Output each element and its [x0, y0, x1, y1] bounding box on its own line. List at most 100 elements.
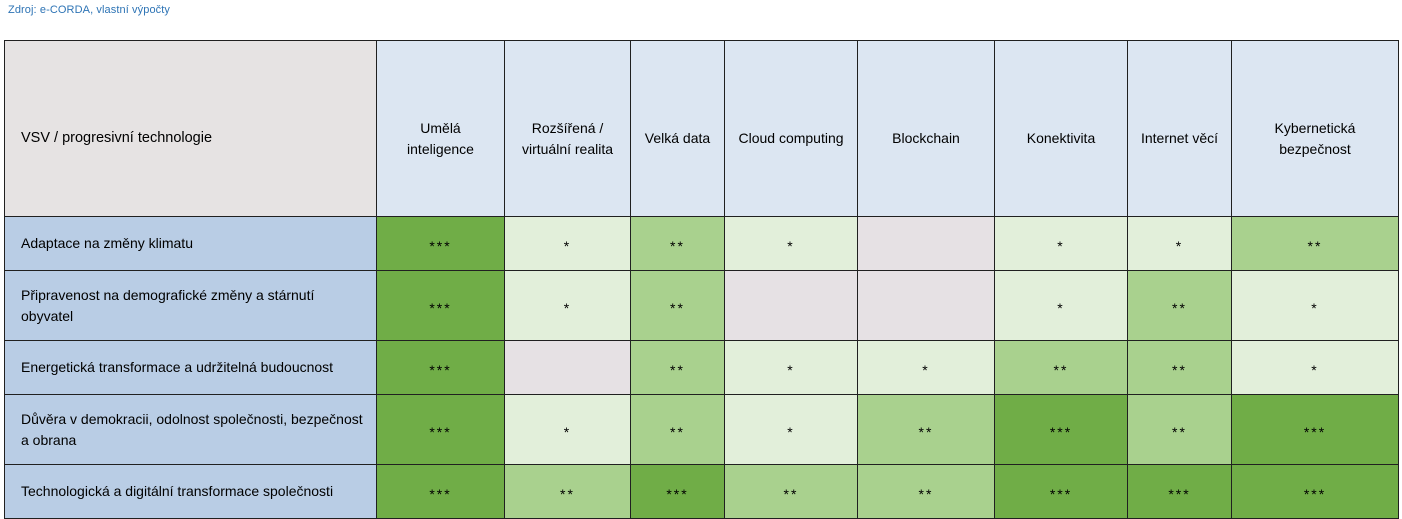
cell-rating: ** [504, 464, 631, 519]
table-row: Adaptace na změny klimatu *** * ** * * *… [4, 216, 1399, 271]
rating-stars: ** [560, 485, 575, 502]
table-row: Připravenost na demografické změny a stá… [4, 270, 1399, 341]
cell-rating [504, 340, 631, 395]
rating-stars: ** [670, 423, 685, 440]
rating-stars: * [1175, 237, 1184, 254]
cell-rating: *** [376, 340, 505, 395]
corner-header-cell: VSV / progresivní technologie [4, 40, 377, 217]
cell-rating: ** [630, 270, 725, 341]
cell-rating: *** [994, 464, 1128, 519]
table-header: VSV / progresivní technologie Umělá inte… [4, 40, 1399, 217]
column-header-line-2: virtuální realita [521, 140, 614, 157]
cell-rating: *** [630, 464, 725, 519]
cell-rating: * [1127, 216, 1232, 271]
cell-rating: * [724, 394, 858, 465]
cell-rating: *** [376, 270, 505, 341]
column-header-internet-veci: Internet věcí [1127, 40, 1232, 217]
cell-rating: ** [630, 216, 725, 271]
cell-rating: * [994, 270, 1128, 341]
column-header-line-1: Blockchain [892, 130, 960, 147]
rating-stars: * [563, 237, 572, 254]
rating-stars: *** [429, 237, 452, 254]
rating-stars: *** [429, 485, 452, 502]
rating-stars: * [563, 423, 572, 440]
cell-rating: ** [724, 464, 858, 519]
row-label-duvera-v-demokracii: Důvěra v demokracii, odolnost společnost… [4, 394, 377, 465]
rating-stars: ** [1172, 361, 1187, 378]
rating-stars: ** [1172, 423, 1187, 440]
cell-rating: *** [376, 216, 505, 271]
column-header-velka-data: Velká data [630, 40, 725, 217]
rating-stars: ** [1307, 237, 1323, 254]
cell-rating: * [504, 394, 631, 465]
table-row: Energetická transformace a udržitelná bu… [4, 340, 1399, 395]
rating-stars: ** [670, 237, 685, 254]
rating-stars: *** [1049, 485, 1073, 502]
rating-stars: * [1311, 361, 1319, 378]
column-header-line-1: Internet věcí [1140, 130, 1219, 147]
column-header-line-1: Umělá [420, 120, 461, 137]
column-header-blockchain: Blockchain [857, 40, 995, 217]
technology-priority-matrix: VSV / progresivní technologie Umělá inte… [4, 40, 1399, 519]
cell-rating: * [1231, 340, 1399, 395]
rating-stars: ** [1053, 361, 1069, 378]
rating-stars: ** [783, 485, 799, 502]
rating-stars: * [922, 361, 930, 378]
cell-rating: * [504, 216, 631, 271]
rating-stars: * [787, 361, 795, 378]
rating-stars: ** [670, 299, 685, 316]
cell-rating: ** [630, 394, 725, 465]
column-header-line-1: Konektivita [1026, 130, 1096, 147]
rating-stars: ** [918, 485, 934, 502]
rating-stars: *** [1049, 423, 1073, 440]
source-note: Zdroj: e-CORDA, vlastní výpočty [8, 4, 171, 16]
rating-stars: ** [1172, 299, 1187, 316]
rating-stars: *** [1303, 485, 1327, 502]
cell-rating: * [994, 216, 1128, 271]
cell-rating: ** [994, 340, 1128, 395]
cell-rating [857, 216, 995, 271]
column-header-line-2: inteligence [407, 140, 474, 157]
cell-rating: *** [994, 394, 1128, 465]
cell-rating: * [1231, 270, 1399, 341]
rating-stars: * [787, 237, 795, 254]
row-label-pripravenost-na-demograficke-zmeny: Připravenost na demografické změny a stá… [4, 270, 377, 341]
rating-stars: * [563, 299, 572, 316]
row-label-energeticka-transformace: Energetická transformace a udržitelná bu… [4, 340, 377, 395]
column-header-line-1: Velká data [644, 130, 711, 147]
rating-stars: *** [429, 299, 452, 316]
column-header-rozsirena-virtualni-realita: Rozšířená / virtuální realita [504, 40, 631, 217]
matrix-table-container: VSV / progresivní technologie Umělá inte… [4, 40, 1399, 519]
rating-stars: *** [429, 361, 452, 378]
cell-rating: ** [1231, 216, 1399, 271]
rating-stars: *** [666, 485, 689, 502]
rating-stars: *** [429, 423, 452, 440]
cell-rating: *** [376, 464, 505, 519]
row-label-technologicka-a-digitalni-transformace: Technologická a digitální transformace s… [4, 464, 377, 519]
column-header-kyberneticka-bezpecnost: Kybernetická bezpečnost [1231, 40, 1399, 217]
table-row: Důvěra v demokracii, odolnost společnost… [4, 394, 1399, 465]
column-header-konektivita: Konektivita [994, 40, 1128, 217]
column-header-umela-inteligence: Umělá inteligence [376, 40, 505, 217]
cell-rating: *** [1127, 464, 1232, 519]
cell-rating: ** [630, 340, 725, 395]
column-header-line-2: bezpečnost [1279, 140, 1351, 157]
cell-rating [724, 270, 858, 341]
cell-rating: * [724, 340, 858, 395]
header-row: VSV / progresivní technologie Umělá inte… [4, 40, 1399, 217]
rating-stars: *** [1303, 423, 1327, 440]
rating-stars: * [1057, 237, 1065, 254]
cell-rating: *** [376, 394, 505, 465]
rating-stars: ** [918, 423, 934, 440]
cell-rating: * [724, 216, 858, 271]
table-body: Adaptace na změny klimatu *** * ** * * *… [4, 216, 1399, 519]
rating-stars: *** [1168, 485, 1191, 502]
column-header-line-1: Rozšířená / [531, 120, 604, 137]
cell-rating: ** [857, 464, 995, 519]
rating-stars: * [787, 423, 795, 440]
cell-rating: *** [1231, 464, 1399, 519]
cell-rating: ** [1127, 270, 1232, 341]
table-row: Technologická a digitální transformace s… [4, 464, 1399, 519]
cell-rating: ** [1127, 340, 1232, 395]
